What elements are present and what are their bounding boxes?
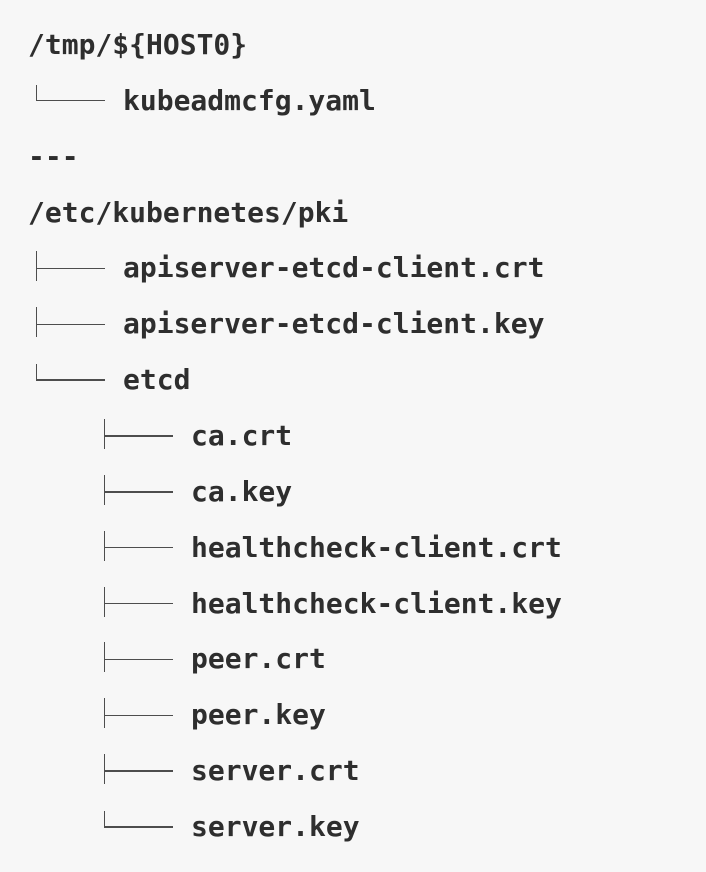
tree-tee-connector-icon	[104, 631, 173, 687]
tree-tee-connector-icon	[36, 296, 105, 352]
tree-entry-row: healthcheck-client.crt	[28, 520, 706, 576]
tree-entry-row: server.key	[28, 799, 706, 855]
tree-elbow-connector-icon	[104, 799, 173, 855]
directory-name: etcd	[123, 363, 191, 397]
tree-tee-connector-icon	[104, 520, 173, 576]
file-name: healthcheck-client.crt	[191, 530, 562, 564]
file-name: healthcheck-client.key	[191, 586, 562, 620]
file-name: server.crt	[191, 754, 360, 788]
tree-tee-connector-icon	[104, 743, 173, 799]
tree-tee-connector-icon	[104, 464, 173, 520]
pki-root-path: /etc/kubernetes/pki	[28, 195, 349, 229]
tree-tee-connector-icon	[36, 240, 105, 296]
tree-entry-row: server.crt	[28, 743, 706, 799]
tree-text-row: /etc/kubernetes/pki	[28, 185, 706, 241]
file-name: peer.key	[191, 698, 326, 732]
tree-tee-connector-icon	[104, 687, 173, 743]
file-name: kubeadmcfg.yaml	[123, 83, 376, 117]
tree-entry-row: peer.key	[28, 687, 706, 743]
tree-entry-row: kubeadmcfg.yaml	[28, 73, 706, 129]
file-name: ca.key	[191, 474, 293, 508]
tree-entry-row: peer.crt	[28, 631, 706, 687]
tree-entry-row: healthcheck-client.key	[28, 576, 706, 632]
file-name: ca.crt	[191, 418, 293, 452]
tree-elbow-connector-icon	[36, 352, 105, 408]
yaml-separator: ---	[28, 139, 79, 173]
file-name: apiserver-etcd-client.key	[123, 307, 545, 341]
tree-elbow-connector-icon	[36, 73, 105, 129]
tree-entry-row: apiserver-etcd-client.key	[28, 296, 706, 352]
tree-tee-connector-icon	[104, 408, 173, 464]
tmp-root-path: /tmp/${HOST0}	[28, 27, 248, 61]
file-name: peer.crt	[191, 642, 326, 676]
file-name: apiserver-etcd-client.crt	[123, 251, 545, 285]
tree-tee-connector-icon	[104, 576, 173, 632]
tree-entry-row: ca.crt	[28, 408, 706, 464]
tree-entry-row: etcd	[28, 352, 706, 408]
file-name: server.key	[191, 809, 360, 843]
tree-text-row: /tmp/${HOST0}	[28, 17, 706, 73]
tree-entry-row: ca.key	[28, 464, 706, 520]
tree-entry-row: apiserver-etcd-client.crt	[28, 240, 706, 296]
tree-text-row: ---	[28, 129, 706, 185]
